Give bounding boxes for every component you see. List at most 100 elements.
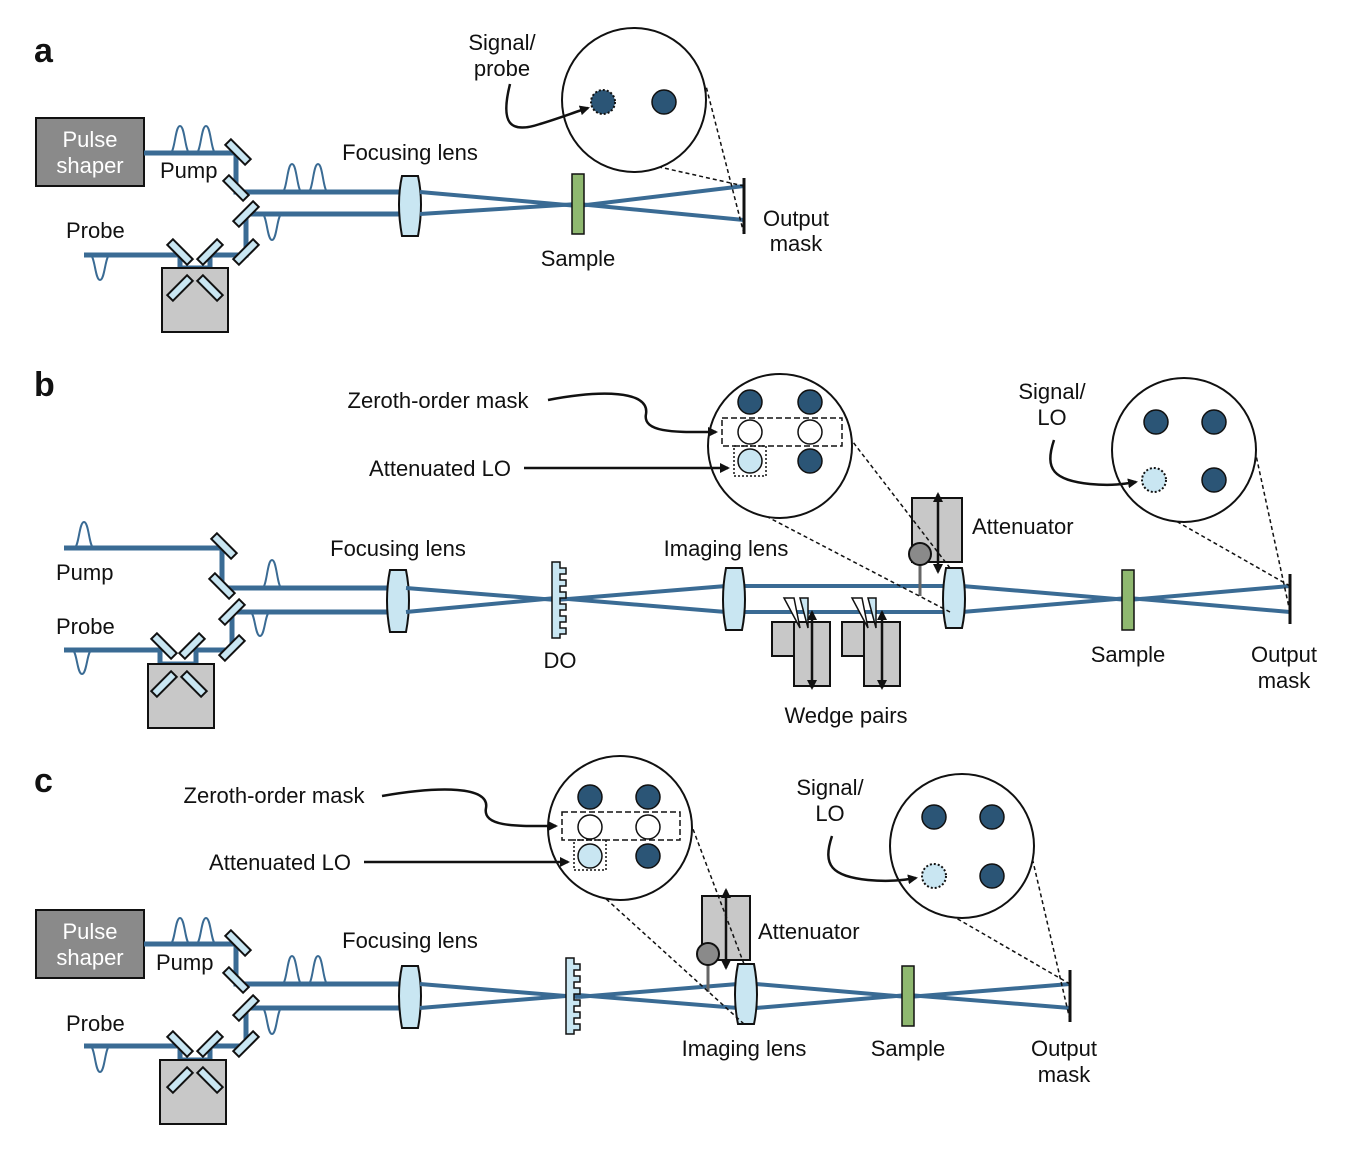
beam-spot	[635, 843, 661, 869]
blocked-spot	[577, 814, 603, 840]
imaging-lens-label: Imaging lens	[682, 1036, 807, 1061]
sample	[901, 965, 915, 1027]
pump-pulse	[169, 916, 217, 945]
signal-probe-label-1: Signal/	[468, 30, 536, 55]
zeroth-order-mask-box	[561, 811, 681, 841]
focusing-lens	[386, 569, 410, 633]
panel-c: c Pulse shaper Pump Probe Focusing lens	[34, 755, 1097, 1125]
signal-probe-label-2: probe	[474, 56, 530, 81]
beam-spot	[1201, 409, 1227, 435]
pump-label: Pump	[156, 950, 213, 975]
attenuated-lo-box	[733, 445, 767, 477]
output-zoom-circle	[889, 773, 1035, 919]
output-mask-label-1: Output	[1031, 1036, 1097, 1061]
zoom-line	[681, 799, 745, 965]
wedge-pairs-label: Wedge pairs	[784, 703, 907, 728]
probe-pulse	[89, 254, 111, 282]
zoom-line	[835, 419, 951, 569]
zeroth-order-mask-arrow	[547, 392, 718, 438]
signal-lo-label-1: Signal/	[1018, 379, 1086, 404]
do-label: DO	[544, 648, 577, 673]
attenuator-knob	[908, 542, 932, 566]
output-mask-label-2: mask	[770, 231, 824, 256]
zeroth-order-mask-box	[721, 417, 843, 447]
beam-spot	[651, 89, 677, 115]
output-mask-label-1: Output	[763, 206, 829, 231]
panel-letter-c: c	[34, 762, 53, 800]
panel-a: a Pulse shaper Pump Probe Focusin	[34, 27, 829, 333]
diffractive-optic	[551, 561, 567, 639]
signal-lo-label-2: LO	[815, 801, 844, 826]
diffractive-optic	[565, 957, 581, 1035]
zoom-line	[1027, 839, 1071, 1021]
attenuated-lo-label: Attenuated LO	[369, 456, 511, 481]
pulse-shaper-label-1: Pulse	[62, 127, 117, 152]
beam-spot	[1143, 409, 1169, 435]
mirrors	[165, 137, 261, 303]
signal-lo-arrow	[1049, 439, 1138, 489]
beam-spot	[577, 784, 603, 810]
imaging-lens	[722, 567, 746, 631]
signal-lo-arrow	[827, 835, 918, 885]
output-mask-label-2: mask	[1258, 668, 1312, 693]
sample	[1121, 569, 1135, 631]
blocked-spot	[797, 419, 823, 445]
signal-lo-label-1: Signal/	[796, 775, 864, 800]
signal-spot	[590, 89, 616, 115]
panel-b: b Pump Probe Focusing lens	[34, 366, 1317, 729]
focusing-lens-label: Focusing lens	[342, 140, 478, 165]
lo-spot	[577, 843, 603, 869]
probe-label: Probe	[56, 614, 115, 639]
focusing-lens-label: Focusing lens	[330, 536, 466, 561]
zoom-line	[1131, 495, 1291, 587]
zeroth-order-mask-label: Zeroth-order mask	[348, 388, 530, 413]
mirrors	[149, 531, 247, 699]
beam-spot	[921, 804, 947, 830]
probe-pulse	[71, 649, 93, 676]
pump-pulse-2	[261, 558, 283, 589]
beam-spot	[797, 448, 823, 474]
sample	[571, 173, 585, 235]
attenuator-label: Attenuator	[758, 919, 860, 944]
mask-zoom-circle	[561, 27, 707, 173]
mirrors	[165, 928, 261, 1095]
lens-2	[942, 567, 966, 629]
zoom-line	[1253, 445, 1291, 613]
panel-letter-b: b	[34, 366, 55, 404]
pump-beam	[64, 545, 390, 591]
pump-pulse-2	[281, 162, 329, 193]
probe-pulse	[89, 1045, 111, 1074]
probe-label: Probe	[66, 218, 125, 243]
probe-pulse-2	[261, 1007, 283, 1036]
beam-spot	[635, 784, 661, 810]
focusing-lens	[398, 965, 422, 1029]
focusing-lens	[398, 175, 422, 237]
beam-spot	[979, 863, 1005, 889]
wedge-pair-1	[771, 597, 831, 690]
probe-pulse-2	[261, 213, 283, 242]
blocked-spot	[635, 814, 661, 840]
focusing-lens-label: Focusing lens	[342, 928, 478, 953]
beam-spot	[737, 389, 763, 415]
zoom-line	[705, 85, 745, 235]
zeroth-order-mask-arrow	[381, 788, 558, 832]
zoom-line	[571, 867, 745, 1025]
pulse-shaper-box	[35, 117, 145, 187]
output-zoom-circle	[1111, 377, 1257, 523]
pump-pulse	[169, 124, 217, 154]
zoom-line	[757, 511, 951, 613]
signal-lo-spot	[1141, 467, 1167, 493]
sample-label: Sample	[871, 1036, 946, 1061]
focused-beams	[419, 982, 1071, 1010]
signal-lo-spot	[921, 863, 947, 889]
beam-spot	[979, 804, 1005, 830]
imaging-lens-label: Imaging lens	[664, 536, 789, 561]
beam-spot	[1201, 467, 1227, 493]
probe-pulse-2	[249, 611, 271, 638]
beam-spot	[797, 389, 823, 415]
pump-label: Pump	[160, 158, 217, 183]
sample-label: Sample	[1091, 642, 1166, 667]
pump-pulse-2	[281, 954, 329, 985]
